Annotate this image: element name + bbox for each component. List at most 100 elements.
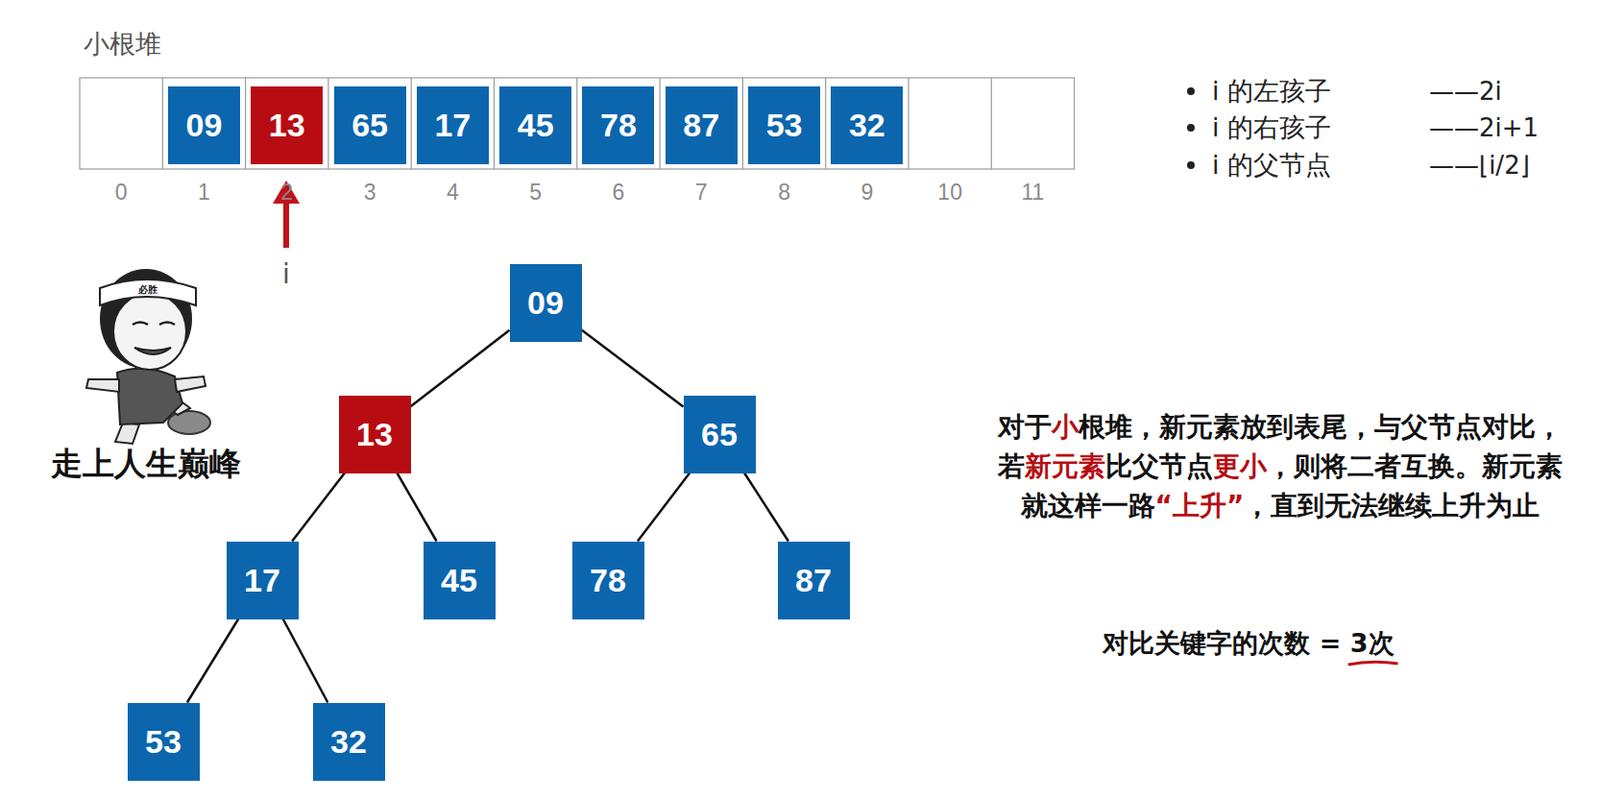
node-value: 13 [356,415,393,454]
heap-node: 45 [423,541,496,620]
face [113,292,187,370]
index-number: 1 [197,179,211,206]
tree-edge [187,619,239,704]
arm [174,376,206,392]
arrow-shaft [283,199,290,248]
node-value: 13 [268,106,306,145]
pointer-label: i [282,258,291,291]
tree-edge [581,329,684,407]
highlight-text: 新元素 [1024,450,1106,483]
array-element: 09 [168,86,241,165]
index-number: 6 [612,179,626,206]
node-value: 17 [434,106,471,145]
bullet-text: i 的右孩子 [1212,110,1332,146]
node-value: 87 [682,106,720,145]
heap-node: 13 [339,395,412,474]
node-value: 17 [243,561,281,600]
array-element: 13 [250,86,323,165]
index-number: 2 [280,179,293,206]
tree-edge [396,473,437,542]
cell-divider [576,77,578,170]
mouth [134,347,171,355]
node-value: 09 [527,284,564,322]
index-number: 3 [363,179,377,206]
node-value: 65 [701,415,738,454]
cell-divider [991,77,993,170]
highlight-text: 更小 [1212,450,1267,483]
heap-node: 65 [683,395,756,474]
eyes [132,322,175,326]
array-frame [79,77,1075,170]
leg [115,422,140,444]
count-line: 对比关键字的次数 = 3次 [1102,626,1394,661]
meme-caption: 走上人生巅峰 [50,442,242,486]
tree-edge [283,619,329,704]
array-element: 87 [665,86,738,165]
node-value: 09 [186,106,223,145]
node-value: 78 [589,561,627,600]
heap-node: 17 [226,541,299,620]
node-value: 45 [517,106,555,145]
heap-node: 78 [572,541,645,620]
array-outline [79,77,1075,170]
heap-node: 32 [313,703,386,781]
node-value: 53 [766,106,803,145]
cell-divider [327,77,329,170]
meme-figure [86,268,211,444]
index-number: 4 [446,179,460,206]
index-number: 7 [695,179,708,206]
red-underline [1348,661,1399,665]
cell-divider [493,77,495,170]
node-value: 65 [351,106,388,145]
formula-text: ——2i [1429,76,1503,106]
node-value: 53 [145,723,182,761]
formula-text: ——2i+1 [1429,113,1539,143]
cell-divider [824,77,826,170]
bullet-dots [1187,87,1195,170]
index-number: 5 [529,179,542,206]
bullet-dot [1187,87,1195,96]
array-element: 53 [748,86,821,165]
bullet-text: i 的父节点 [1212,147,1332,183]
headband [99,279,196,306]
heap-node: 87 [777,541,850,620]
heap-node: 09 [509,264,582,342]
count-text: 对比关键字的次数 = [1102,628,1350,658]
tree-edge [637,473,690,542]
title: 小根堆 [83,26,162,62]
node-value: 32 [848,106,886,145]
rock [168,411,211,435]
array-element: 45 [499,86,572,165]
cell-divider [742,77,744,170]
node-value: 87 [795,561,832,600]
highlight-text: “上升” [1155,489,1245,522]
index-number: 9 [860,179,873,206]
index-number: 10 [937,179,963,206]
headband-text: 必胜 [138,283,158,297]
index-number: 0 [115,179,128,206]
explanation-paragraph: 对于小根堆，新元素放到表尾，与父节点对比，若新元素比父节点更小，则将二者互换。新… [992,407,1569,526]
paragraph-text: 比父节点 [1105,450,1213,483]
cell-divider [244,77,246,170]
cell-divider [411,77,413,170]
tree-edge [291,473,345,542]
node-value: 32 [330,723,367,761]
bullet-text: i 的左孩子 [1212,73,1332,109]
shirt [117,368,183,425]
cell-divider [907,77,909,170]
tree-edge [744,473,789,542]
cell-divider [162,77,164,170]
array-element: 78 [581,86,655,165]
node-value: 78 [600,106,637,145]
array-element: 32 [830,86,903,165]
bullet-dot [1187,123,1195,132]
paragraph-text: ，直到无法继续上升为止 [1243,489,1540,522]
cell-divider [658,77,660,170]
heap-node: 53 [127,703,200,781]
arm [86,379,120,392]
node-value: 45 [440,561,478,600]
tree-edge [411,330,510,407]
paragraph-text: 对于 [997,411,1052,443]
formula-text: ——⌊i/2⌋ [1429,150,1530,180]
array-element: 65 [334,86,407,165]
